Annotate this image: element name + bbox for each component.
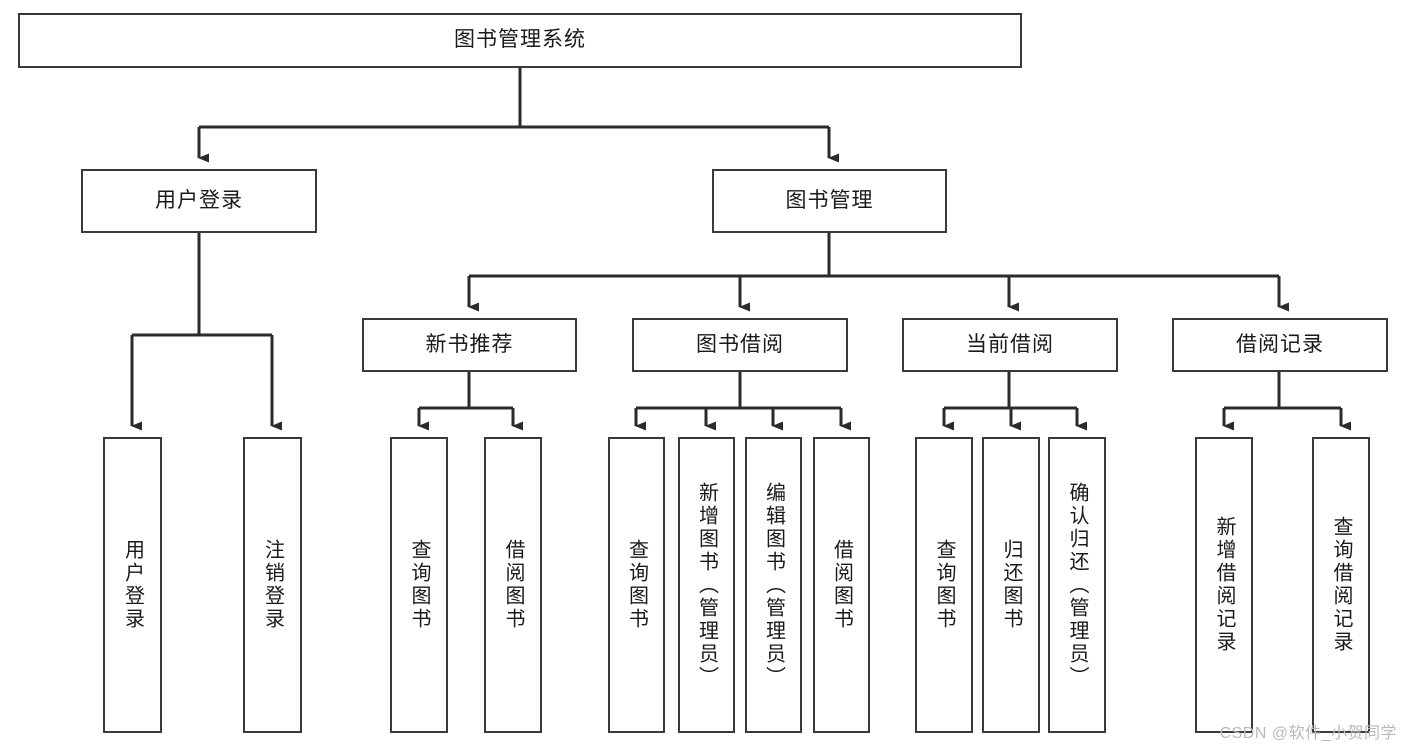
node-level2-new-book-recommend[interactable]: 新书推荐 — [362, 318, 577, 372]
node-leaf-edit-book-admin[interactable]: 编辑图书（管理员） — [745, 437, 802, 733]
node-leaf-add-borrow-record-label: 新增借阅记录 — [1213, 516, 1235, 654]
node-leaf-return-book-label: 归还图书 — [1000, 539, 1022, 631]
node-leaf-user-login[interactable]: 用户登录 — [103, 437, 162, 733]
node-level2-current-borrow-label: 当前借阅 — [966, 332, 1054, 356]
node-leaf-borrow-book[interactable]: 借阅图书 — [813, 437, 870, 733]
node-leaf-confirm-return-admin-label: 确认归还（管理员） — [1066, 481, 1088, 689]
node-level2-new-book-recommend-label: 新书推荐 — [425, 332, 514, 356]
node-leaf-query-borrow-record-label: 查询借阅记录 — [1330, 516, 1352, 654]
node-leaf-edit-book-admin-label: 编辑图书（管理员） — [762, 481, 785, 689]
node-level1-user-login-label: 用户登录 — [155, 188, 243, 212]
node-leaf-query-book-rec-label: 查询图书 — [408, 539, 430, 631]
node-leaf-borrow-book-rec[interactable]: 借阅图书 — [484, 437, 542, 733]
node-root-label: 图书管理系统 — [454, 28, 586, 52]
node-level2-borrow-record-label: 借阅记录 — [1236, 332, 1324, 356]
node-leaf-query-book-current[interactable]: 查询图书 — [915, 437, 973, 733]
node-leaf-query-book-borrow[interactable]: 查询图书 — [608, 437, 665, 733]
node-level1-book-management-label: 图书管理 — [785, 188, 874, 212]
node-root[interactable]: 图书管理系统 — [18, 13, 1022, 68]
node-level2-book-borrow[interactable]: 图书借阅 — [632, 318, 848, 372]
node-level2-current-borrow[interactable]: 当前借阅 — [902, 318, 1118, 372]
node-leaf-logout-label: 注销登录 — [261, 539, 284, 631]
node-leaf-query-book-rec[interactable]: 查询图书 — [390, 437, 448, 733]
node-leaf-add-book-admin[interactable]: 新增图书（管理员） — [678, 437, 735, 733]
node-level2-borrow-record[interactable]: 借阅记录 — [1172, 318, 1388, 372]
node-level1-book-management[interactable]: 图书管理 — [712, 169, 947, 233]
node-leaf-query-book-current-label: 查询图书 — [933, 539, 955, 631]
node-leaf-query-book-borrow-label: 查询图书 — [625, 539, 648, 631]
node-leaf-add-book-admin-label: 新增图书（管理员） — [695, 481, 718, 689]
node-leaf-user-login-label: 用户登录 — [121, 539, 144, 631]
node-level1-user-login[interactable]: 用户登录 — [81, 169, 317, 233]
node-leaf-return-book[interactable]: 归还图书 — [982, 437, 1040, 733]
node-leaf-confirm-return-admin[interactable]: 确认归还（管理员） — [1048, 437, 1106, 733]
node-leaf-add-borrow-record[interactable]: 新增借阅记录 — [1195, 437, 1253, 733]
node-level2-book-borrow-label: 图书借阅 — [696, 332, 784, 356]
watermark-text: CSDN @软件_小贺同学 — [1219, 725, 1397, 742]
node-leaf-borrow-book-label: 借阅图书 — [830, 539, 853, 631]
node-leaf-borrow-book-rec-label: 借阅图书 — [502, 539, 524, 631]
node-leaf-logout[interactable]: 注销登录 — [243, 437, 302, 733]
node-leaf-query-borrow-record[interactable]: 查询借阅记录 — [1312, 437, 1370, 733]
